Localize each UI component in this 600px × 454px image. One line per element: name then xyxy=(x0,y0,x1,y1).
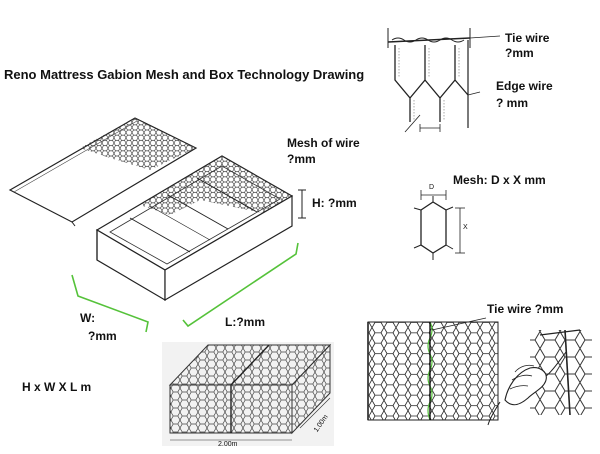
width-label: W: xyxy=(80,311,96,325)
edge-wire-detail xyxy=(387,28,501,133)
mesh-d-label: D xyxy=(429,184,435,191)
length-label: L:?mm xyxy=(225,315,265,329)
tie-wire-top-value: ?mm xyxy=(505,46,534,60)
gabion-box-photo xyxy=(162,342,334,446)
mesh-of-wire-label: Mesh of wire xyxy=(287,136,360,150)
formula-label: H x W X L m xyxy=(22,380,92,394)
edge-wire-label: Edge wire xyxy=(496,79,553,93)
mesh-panel-joint xyxy=(367,317,499,421)
drawing-title: Reno Mattress Gabion Mesh and Box Techno… xyxy=(4,67,365,82)
width-value: ?mm xyxy=(88,329,117,343)
edge-wire-value: ? mm xyxy=(496,96,529,110)
tie-wire-bottom-label: Tie wire ?mm xyxy=(487,302,564,316)
mesh-x-label: X xyxy=(463,224,468,231)
mesh-size-detail xyxy=(413,190,465,260)
tie-wire-top-label: Tie wire xyxy=(505,31,550,45)
length-dimension xyxy=(182,242,299,328)
photo-length-label: 2.00m xyxy=(218,441,238,448)
width-dimension xyxy=(71,274,149,333)
hand-twist-icon xyxy=(487,329,592,426)
mesh-of-wire-value: ?mm xyxy=(287,152,316,166)
mesh-size-label: Mesh: D x X mm xyxy=(453,173,546,187)
height-label: H: ?mm xyxy=(312,196,357,210)
height-dimension xyxy=(298,189,306,219)
